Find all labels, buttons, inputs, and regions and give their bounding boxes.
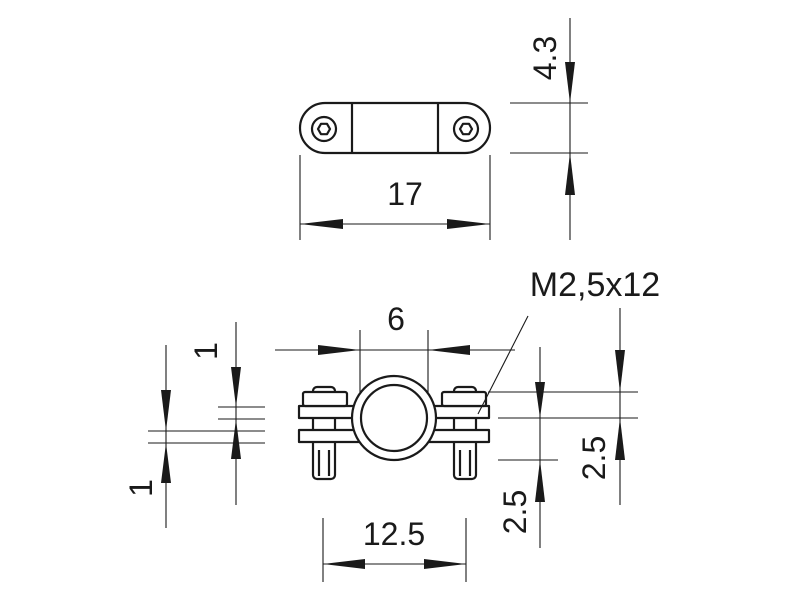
bolt-spec-callout: M2,5x12 [477,266,660,415]
dimension-base-width: 12.5 [322,516,467,582]
left-thickness-bottom-label: 1 [123,479,159,497]
top-view-clip [298,101,492,155]
dimension-right-heights: 2.5 2.5 [488,308,638,548]
dimension-top-height: 4.3 [510,18,588,240]
front-view-clamp [297,374,491,481]
left-thickness-top-label: 1 [188,342,224,360]
left-hex-nut [316,122,332,136]
top-height-label: 4.3 [527,36,563,80]
dimension-top-width: 17 [299,155,491,240]
left-bolt-head [301,390,349,408]
top-width-label: 17 [387,176,423,212]
right-hex-nut [458,122,474,136]
dimension-left-thickness: 1 1 [123,322,265,528]
right-height-upper-label: 2.5 [576,436,612,480]
clip-outline [298,101,492,155]
right-height-lower-label: 2.5 [497,490,533,534]
bolt-spec-label: M2,5x12 [530,266,660,304]
hole-spacing-label: 6 [387,301,405,337]
right-bolt-head [440,390,488,408]
dimension-hole-spacing: 6 [275,301,515,392]
base-width-label: 12.5 [363,516,425,552]
clamp-ring-inner [359,383,429,453]
